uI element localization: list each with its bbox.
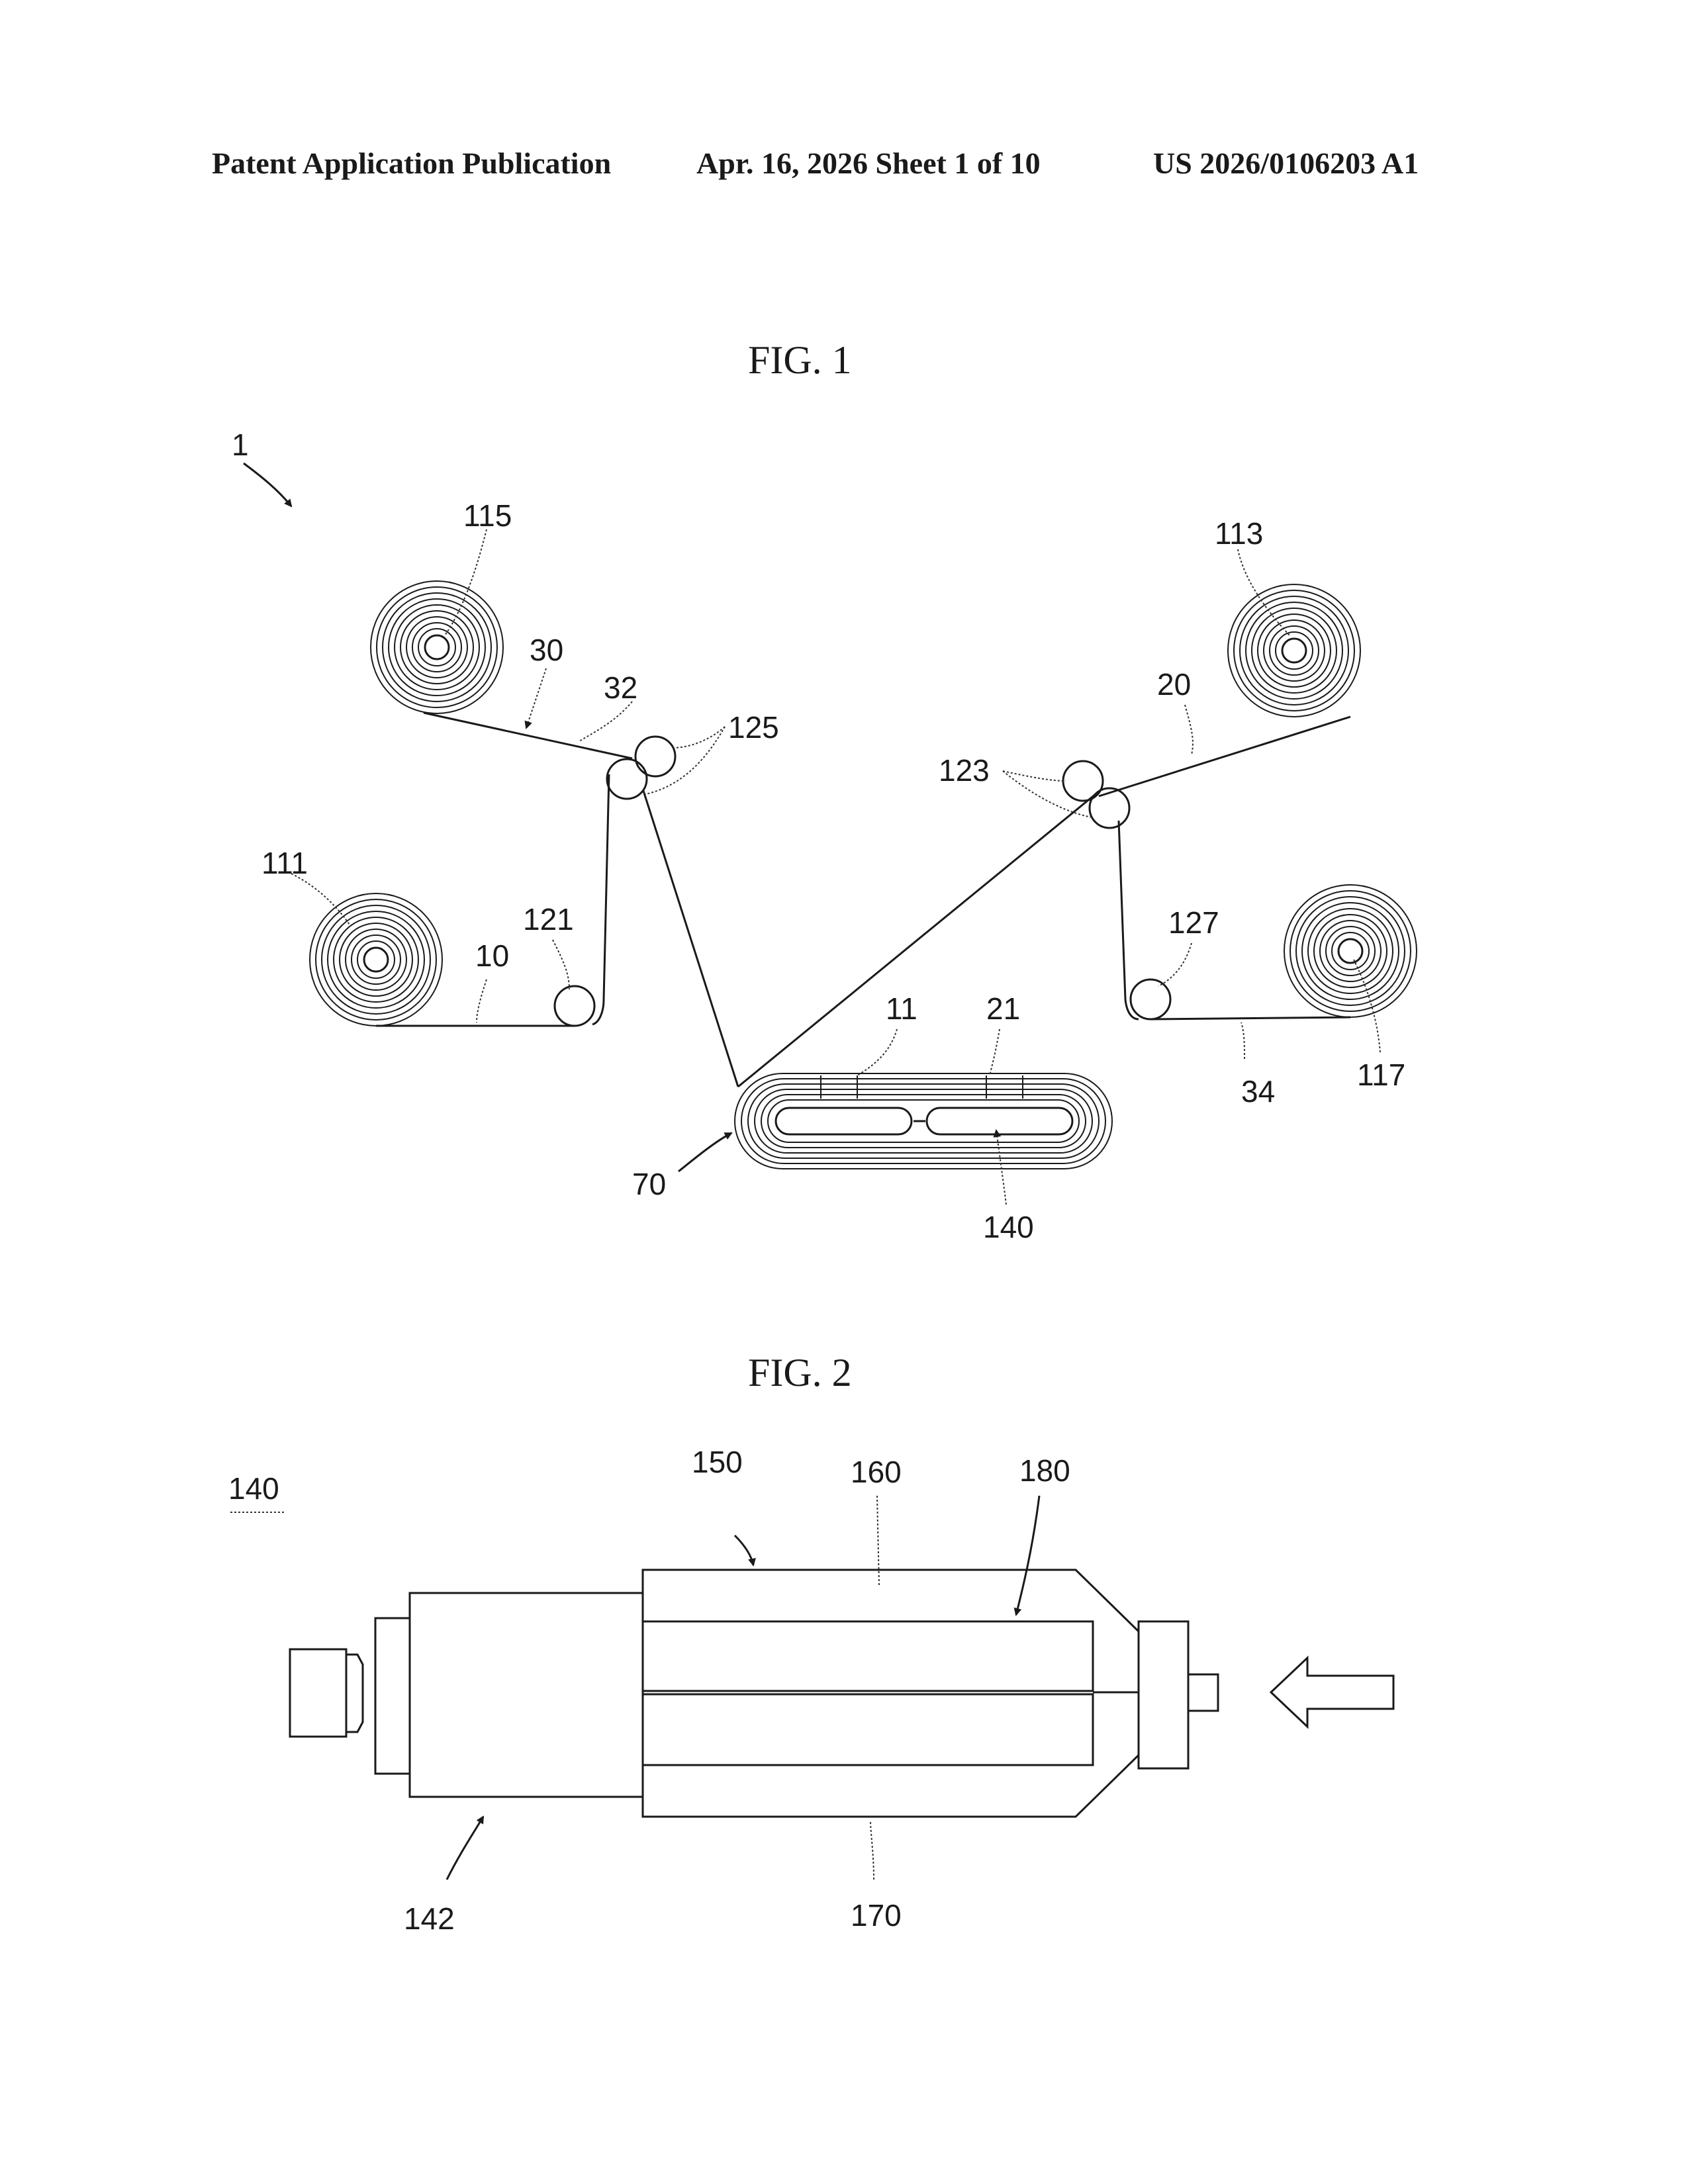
roller-125-lower — [607, 759, 647, 799]
roll-115 — [371, 581, 503, 713]
label-roller-123: 123 — [939, 753, 990, 788]
label-tab-11: 11 — [886, 991, 917, 1026]
label-roll-113: 113 — [1215, 516, 1263, 551]
label-roller-127: 127 — [1168, 905, 1219, 940]
label-body-142: 142 — [404, 1901, 455, 1936]
label-housing-150: 150 — [692, 1445, 743, 1479]
label-system-1: 1 — [232, 428, 249, 462]
roll-113 — [1228, 584, 1360, 717]
label-roller-121: 121 — [523, 902, 574, 936]
panel-lower — [643, 1694, 1093, 1765]
system-arrow — [244, 463, 291, 506]
panel-upper — [643, 1621, 1093, 1691]
label-member-170: 170 — [851, 1898, 902, 1933]
web-20 — [1099, 717, 1350, 796]
end-cap — [290, 1649, 346, 1737]
right-shaft — [1188, 1674, 1218, 1711]
label-stack-70: 70 — [632, 1167, 666, 1201]
label-member-160: 160 — [851, 1455, 902, 1489]
label-mandrel-140: 140 — [983, 1210, 1034, 1244]
end-collar — [346, 1655, 363, 1732]
label-roller-125: 125 — [728, 710, 779, 745]
web-34 — [1150, 1017, 1350, 1019]
label-roll-117: 117 — [1357, 1058, 1405, 1092]
fig1-diagram: 1 115 30 32 125 113 20 123 111 121 10 12… — [232, 428, 1417, 1244]
wound-stack-70 — [735, 1073, 1112, 1169]
roll-111 — [310, 893, 442, 1026]
flange-142 — [375, 1618, 410, 1774]
label-separator-30: 30 — [530, 633, 563, 667]
label-part-140: 140 — [228, 1471, 279, 1506]
press-direction-arrow-icon — [1271, 1658, 1393, 1727]
roller-125-upper — [635, 737, 675, 776]
label-roll-115: 115 — [463, 498, 512, 533]
roller-127 — [1131, 979, 1170, 1019]
roller-123-upper — [1063, 761, 1103, 801]
web-to-winder-right — [738, 794, 1096, 1087]
label-electrode-20: 20 — [1157, 667, 1191, 702]
right-flange — [1139, 1621, 1188, 1768]
label-separator-34: 34 — [1241, 1074, 1275, 1109]
label-roll-111: 111 — [261, 846, 308, 880]
web-to-winder-left — [643, 791, 738, 1087]
roller-121 — [555, 986, 594, 1026]
web-30 — [424, 713, 632, 758]
label-separator-32: 32 — [604, 670, 637, 705]
web-10-riser — [592, 774, 609, 1024]
label-tab-21: 21 — [986, 991, 1020, 1026]
roll-117 — [1284, 885, 1417, 1017]
label-electrode-10: 10 — [475, 938, 509, 973]
fig2-diagram: 140 150 160 180 142 170 — [228, 1445, 1393, 1936]
body-142 — [410, 1593, 643, 1797]
label-panel-180: 180 — [1019, 1453, 1070, 1488]
web-34-riser — [1119, 821, 1139, 1019]
